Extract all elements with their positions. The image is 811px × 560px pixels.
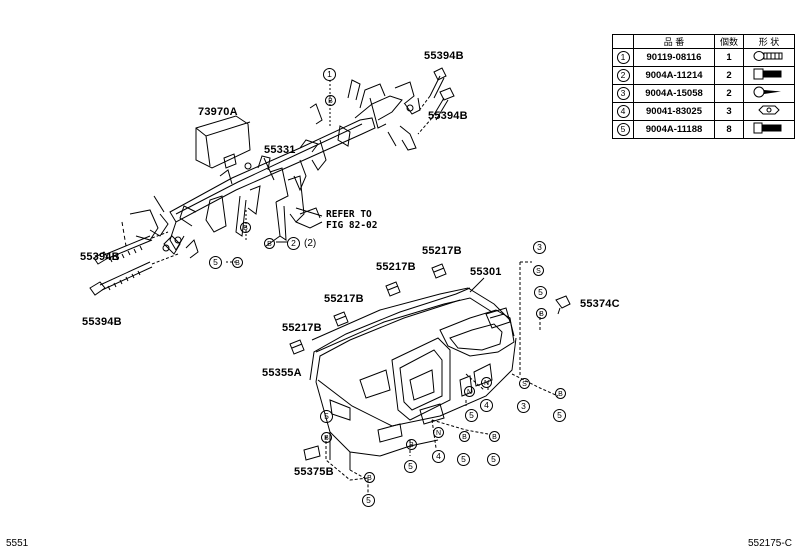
callout-2: 2 xyxy=(287,237,300,250)
callout-5h: 5 xyxy=(487,453,500,466)
quantity: 8 xyxy=(714,120,744,139)
knee-airbag-unit xyxy=(195,115,251,169)
illustration-code: 552175-C xyxy=(748,538,792,549)
mark-b4: B xyxy=(232,257,243,268)
callout-5i: 5 xyxy=(362,494,375,507)
mark-b10: B xyxy=(489,431,500,442)
callout-2-note: (2) xyxy=(304,238,317,249)
part-number: 9004A-15058 xyxy=(633,84,715,103)
part-label-55355a: 55355A xyxy=(262,367,302,379)
part-label-55394b-left2: 55394B xyxy=(82,316,122,328)
callout-5c: 5 xyxy=(320,410,333,423)
part-number: 9004A-11188 xyxy=(633,120,715,139)
row-number: 1 xyxy=(616,51,630,64)
bolt-top-2 xyxy=(417,87,455,135)
col-qty: 個数 xyxy=(714,34,744,49)
callout-3a: 3 xyxy=(533,241,546,254)
mark-n3: N xyxy=(433,427,444,438)
bolt-shape-icon xyxy=(753,68,782,80)
callout-5g: 5 xyxy=(457,453,470,466)
callout-3b: 3 xyxy=(517,400,530,413)
mark-n2: N xyxy=(464,386,475,397)
row-number: 3 xyxy=(616,87,630,100)
part-label-55217b-2: 55217B xyxy=(324,293,364,305)
leader-55301 xyxy=(469,277,485,293)
part-number: 90119-08116 xyxy=(633,48,715,67)
parts-table: 品 番 個数 形 状 1 90119-08116 1 2 9004A-11214… xyxy=(612,34,795,139)
nut-shape-icon xyxy=(758,105,780,115)
part-label-55331: 55331 xyxy=(264,144,296,156)
clip-shape-icon xyxy=(753,51,783,61)
row-number: 2 xyxy=(616,69,630,82)
clip-55217b-2 xyxy=(333,311,349,327)
table-row: 3 9004A-15058 2 xyxy=(612,84,795,103)
part-label-55301: 55301 xyxy=(470,266,502,278)
part-label-55394b-top2: 55394B xyxy=(428,110,468,122)
bracket-55374c xyxy=(555,295,571,315)
mark-b6: B xyxy=(321,432,332,443)
mark-b8: B xyxy=(406,439,417,450)
refer-note: REFER TO FIG 82-02 xyxy=(326,209,378,231)
mark-s2: S xyxy=(519,378,530,389)
mark-n1: N xyxy=(481,377,492,388)
table-row: 2 9004A-11214 2 xyxy=(612,66,795,85)
table-row: 5 9004A-11188 8 xyxy=(612,120,795,139)
callout-4a: 4 xyxy=(480,399,493,412)
callout-5e: 5 xyxy=(553,409,566,422)
part-number: 90041-83025 xyxy=(633,102,715,121)
callout-5a: 5 xyxy=(209,256,222,269)
leader-55331 xyxy=(263,157,275,181)
mark-b3: B xyxy=(264,238,275,249)
part-label-55217b-3: 55217B xyxy=(376,261,416,273)
quantity: 2 xyxy=(714,84,744,103)
mark-b9: B xyxy=(459,431,470,442)
part-label-73970a: 73970A xyxy=(198,106,238,118)
bolt-top-1 xyxy=(417,67,447,113)
col-shape: 形 状 xyxy=(743,34,795,49)
bolt-left-upper xyxy=(93,231,169,265)
screw-shape-icon xyxy=(753,86,781,98)
part-label-55374c: 55374C xyxy=(580,298,620,310)
clip-55375b xyxy=(303,445,321,461)
part-label-55217b-4: 55217B xyxy=(422,245,462,257)
mark-b2: B xyxy=(240,222,251,233)
bolt-washer-shape-icon xyxy=(753,122,782,134)
bolt-left-lower xyxy=(89,253,179,296)
part-label-55217b-1: 55217B xyxy=(282,322,322,334)
clip-55217b-3 xyxy=(385,281,401,297)
callout-5d: 5 xyxy=(465,409,478,422)
col-part-number: 品 番 xyxy=(633,34,715,49)
parts-table-header: 品 番 個数 形 状 xyxy=(612,34,795,49)
part-label-55394b-top1: 55394B xyxy=(424,50,464,62)
page-code: 5551 xyxy=(6,538,29,549)
reinforcement-beam xyxy=(121,79,421,259)
clip-55217b-4 xyxy=(431,263,447,279)
leader-refer xyxy=(295,207,323,217)
callout-5f: 5 xyxy=(404,460,417,473)
callout-5b: 5 xyxy=(534,286,547,299)
mark-b11: B xyxy=(364,472,375,483)
part-label-55375b: 55375B xyxy=(294,466,334,478)
part-number: 9004A-11214 xyxy=(633,66,715,85)
row-number: 5 xyxy=(616,123,630,136)
quantity: 2 xyxy=(714,66,744,85)
mark-b1: B xyxy=(325,95,336,106)
table-row: 4 90041-83025 3 xyxy=(612,102,795,121)
quantity: 3 xyxy=(714,102,744,121)
callout-4b: 4 xyxy=(432,450,445,463)
mark-s1: S xyxy=(533,265,544,276)
part-label-55394b-left1: 55394B xyxy=(80,251,120,263)
mark-b5: B xyxy=(536,308,547,319)
mark-b7: B xyxy=(555,388,566,399)
quantity: 1 xyxy=(714,48,744,67)
callout-1: 1 xyxy=(323,68,336,81)
clip-55217b-1 xyxy=(289,339,305,355)
table-row: 1 90119-08116 1 xyxy=(612,48,795,67)
row-number: 4 xyxy=(616,105,630,118)
